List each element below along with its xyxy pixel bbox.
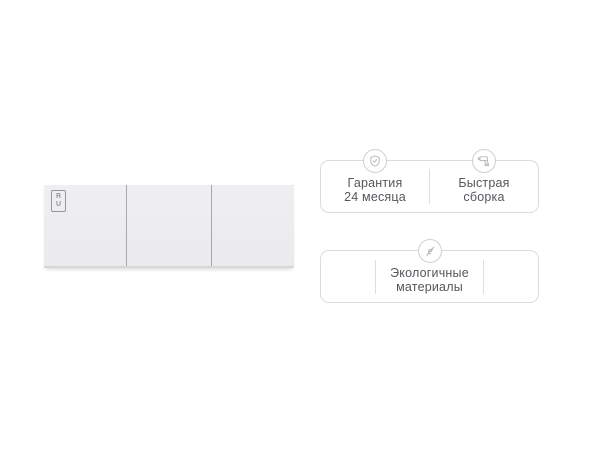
card-cell-divider (429, 169, 430, 204)
feature-warranty-line-2: 24 месяца (344, 190, 406, 204)
feature-warranty: Гарантия 24 месяца (321, 161, 429, 212)
shield-check-icon (363, 149, 388, 173)
brand-logo-badge: R U (51, 190, 66, 212)
feature-assembly-line-2: сборка (463, 190, 505, 204)
product-image: R U (44, 185, 294, 268)
feature-eco: Экологичные материалы (321, 251, 538, 302)
brand-logo-letter-top: R (55, 193, 62, 200)
card-accent-divider-left (375, 260, 376, 294)
feature-eco-line-2: материалы (396, 280, 463, 294)
card-accent-divider-right (483, 260, 484, 294)
panel-seam-left (126, 185, 127, 266)
feature-eco-line-1: Экологичные (390, 265, 469, 280)
brand-logo-letter-bottom: U (55, 201, 62, 208)
feature-warranty-line-1: Гарантия (347, 175, 403, 190)
feature-assembly: Быстрая сборка (430, 161, 538, 212)
feature-card-warranty-assembly: Гарантия 24 месяца Быстрая сборка (320, 149, 539, 213)
feature-assembly-line-1: Быстрая (458, 175, 510, 190)
panel-seam-right (211, 185, 212, 266)
drill-icon (471, 149, 496, 173)
leaf-icon (417, 239, 442, 263)
feature-card-eco: Экологичные материалы (320, 239, 539, 303)
